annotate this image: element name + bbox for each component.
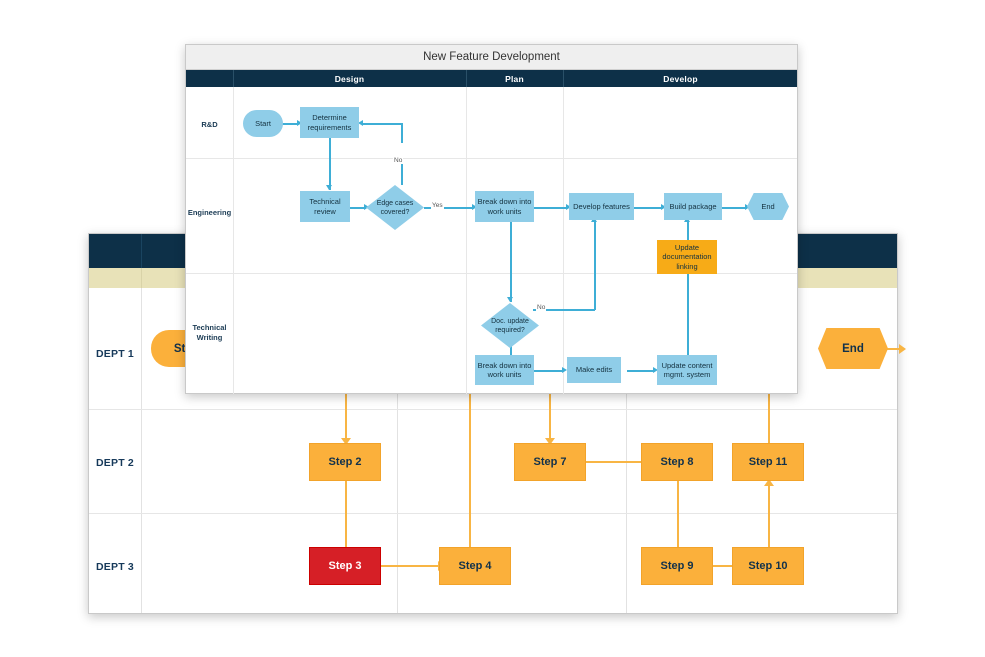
edge-label-no-edgecases: No [393, 157, 404, 164]
lane-label-engineering: Engineering [187, 208, 232, 217]
node-determine-requirements[interactable]: Determine requirements [300, 107, 359, 138]
connector-updatedoc-build [687, 222, 689, 240]
arrowhead-techreview [325, 185, 332, 190]
header-divider [466, 70, 467, 87]
connector-build-end [716, 207, 747, 209]
node-step-7[interactable]: Step 7 [514, 443, 586, 481]
lane-label-rd: R&D [201, 120, 218, 129]
connector-breakdown-develop [534, 207, 568, 209]
arrowhead-edgecases [364, 203, 369, 210]
node-develop-features[interactable]: Develop features [569, 193, 634, 220]
arrowhead-end [899, 344, 906, 354]
connector-breakdowntw-makeedits [534, 370, 564, 372]
arrowhead-build [661, 203, 666, 210]
column-divider [626, 288, 627, 613]
arrowhead-step2 [341, 438, 351, 445]
subheader-divider [141, 268, 142, 288]
column-divider [397, 288, 398, 613]
node-technical-review[interactable]: Technical review [300, 191, 350, 222]
connector-determine-techreview [329, 138, 331, 190]
connector-start-step2 [345, 364, 347, 442]
node-build-package[interactable]: Build package [664, 193, 722, 220]
node-update-documentation-linking[interactable]: Update documentation linking [657, 240, 717, 274]
column-divider [466, 87, 467, 394]
connector-makeedits-updatecms [627, 370, 655, 372]
connector-into-step4 [469, 289, 471, 547]
swimlane-label-dept-1: DEPT 1 [96, 348, 134, 360]
flowchart-header-bar [186, 70, 797, 87]
connector-step2-step3 [345, 481, 347, 553]
row-divider [186, 158, 797, 159]
connector-edgecases-no-back [362, 123, 402, 125]
swimlane-grid [89, 288, 897, 613]
connector-edgecases-yes [424, 207, 474, 209]
node-step-3[interactable]: Step 3 [309, 547, 381, 585]
node-step-10[interactable]: Step 10 [732, 547, 804, 585]
node-step-11[interactable]: Step 11 [732, 443, 804, 481]
row-divider [186, 273, 797, 274]
arrowhead-develop [566, 203, 571, 210]
connector-techreview-edgecases [349, 207, 366, 209]
phase-header-plan: Plan [505, 73, 524, 84]
node-step-2[interactable]: Step 2 [309, 443, 381, 481]
node-step-9[interactable]: Step 9 [641, 547, 713, 585]
connector-step10-step11 [768, 484, 770, 552]
node-break-down-work-units-engineering[interactable]: Break down into work units [475, 191, 534, 222]
connector-breakdown-docupdate [510, 222, 512, 302]
arrowhead-step7 [545, 438, 555, 445]
connector-updatecms-updatedoc [687, 265, 689, 360]
phase-header-develop: Develop [663, 73, 698, 84]
node-update-content-mgmt-system[interactable]: Update content mgmt. system [657, 355, 717, 385]
arrowhead-determine [297, 119, 302, 126]
lane-label-line-2: Writing [196, 333, 223, 342]
header-divider [233, 70, 234, 87]
phase-header-design: Design [334, 73, 365, 84]
header-divider [563, 70, 564, 87]
node-make-edits[interactable]: Make edits [567, 357, 621, 383]
edge-label-yes-edgecases: Yes [431, 202, 444, 209]
arrowhead-breakdown-eng [472, 203, 477, 210]
arrowhead-step11 [764, 479, 774, 486]
column-divider [141, 288, 142, 613]
row-divider [89, 513, 897, 514]
lane-label-line-1: Technical [192, 323, 227, 332]
edge-label-no-docupdate: No [536, 304, 547, 311]
swimlane-label-dept-3: DEPT 3 [96, 561, 134, 573]
connector-develop-build [634, 207, 663, 209]
arrowhead-docupdate [506, 297, 513, 302]
swimlane-label-dept-2: DEPT 2 [96, 457, 134, 469]
connector-step3-step4 [380, 565, 440, 567]
connector-edgecases-no-riser [401, 123, 403, 143]
connector-docupdate-no [533, 309, 595, 311]
column-divider [563, 87, 564, 394]
flowchart-panel[interactable]: New Feature Development Design Plan Deve… [185, 44, 798, 394]
connector-start-determine [282, 123, 299, 125]
connector-edgecases-no-up [401, 157, 403, 185]
node-end[interactable]: End [818, 328, 888, 369]
node-end[interactable]: End [747, 193, 789, 220]
flowchart-title: New Feature Development [186, 45, 797, 70]
header-divider [141, 234, 142, 268]
node-start[interactable]: Start [243, 110, 283, 137]
node-step-4[interactable]: Step 4 [439, 547, 511, 585]
arrowhead-makeedits [562, 366, 567, 373]
connector-step7-step8 [585, 461, 666, 463]
node-break-down-work-units-techwriting[interactable]: Break down into work units [475, 355, 534, 385]
flowchart-grid [186, 87, 797, 394]
row-divider [89, 409, 897, 410]
lane-label-technical-writing: Technical Writing [186, 323, 233, 343]
connector-docupdate-no-up [594, 222, 596, 310]
arrowhead-updatecms [653, 366, 658, 373]
connector-step8-step9 [677, 481, 679, 553]
column-divider [233, 87, 234, 394]
node-step-8[interactable]: Step 8 [641, 443, 713, 481]
connector-into-end [878, 348, 902, 350]
